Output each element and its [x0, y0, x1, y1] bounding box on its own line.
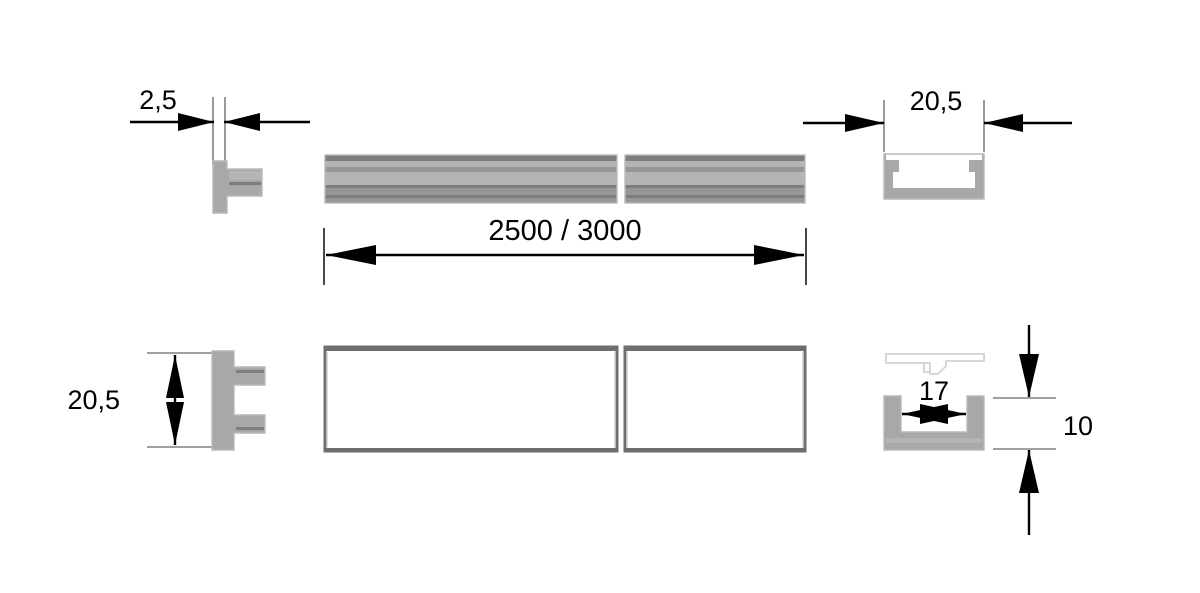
- profile-front-right-band-5: [625, 185, 805, 188]
- profile-front-right-band-4: [625, 172, 805, 185]
- profile-front-segment-left: [324, 154, 618, 204]
- dim-label-endcap-height: 20,5: [67, 385, 120, 415]
- profile-front-right-band-3: [625, 167, 805, 172]
- endcap-tongue-highlight: [229, 171, 262, 180]
- profile-front-left-band-8: [325, 198, 617, 203]
- profile-top-right-face: [625, 347, 805, 451]
- arrow-height-top: [166, 355, 184, 398]
- dim-label-endcap-thickness: 2,5: [139, 85, 177, 115]
- profile-front-right-band-top: [625, 155, 805, 161]
- profile-front-left-band-4: [325, 172, 617, 185]
- profile-front-right-band-7: [625, 195, 805, 198]
- profile-centre-notch: [929, 188, 941, 196]
- profile-channel-geometry: [883, 395, 985, 451]
- profile-top-segment-left: [323, 345, 619, 453]
- profile-front-left-band-7: [325, 195, 617, 198]
- profile-channel-base-highlight: [886, 438, 982, 443]
- arrow-inner-width-right: [920, 404, 966, 424]
- arrow-20_5-right: [984, 114, 1023, 132]
- endcap-side-body: [212, 351, 265, 450]
- dim-label-inner-width: 17: [919, 376, 949, 406]
- view-profile-front: 2500 / 3000: [323, 154, 807, 285]
- profile-channel-notch: [929, 432, 941, 441]
- profile-cover-shape-alt: [885, 353, 985, 375]
- view-endcap-top: 2,5: [130, 85, 310, 214]
- arrow-length-left: [326, 245, 376, 265]
- profile-lip-right: [969, 160, 975, 172]
- profile-top-segment-right: [623, 345, 807, 453]
- profile-front-left-band-6: [325, 188, 617, 195]
- endcap-side-outline: [211, 350, 266, 451]
- profile-front-segment-right: [624, 154, 806, 204]
- arrow-length-right: [754, 245, 804, 265]
- endcap-side-shadow-lower: [236, 427, 264, 430]
- profile-section-covered-geometry: [883, 153, 985, 200]
- arrow-2_5-left: [178, 113, 214, 131]
- arrow-2_5-right: [224, 113, 260, 131]
- profile-front-left-band-5: [325, 185, 617, 188]
- profile-front-right-band-2: [625, 161, 805, 167]
- arrow-ten-top: [1019, 354, 1039, 397]
- endcap-top-geometry: [212, 160, 263, 214]
- profile-front-left-band-2: [325, 161, 617, 167]
- view-profile-top: [323, 345, 807, 453]
- profile-front-left-outline: [324, 154, 618, 204]
- profile-cover-plate: [886, 154, 982, 160]
- profile-front-right-outline: [624, 154, 806, 204]
- profile-top-left-face: [325, 347, 617, 451]
- endcap-tongue-shadow: [229, 182, 262, 185]
- profile-front-left-band-3: [325, 167, 617, 172]
- endcap-plate: [213, 161, 227, 213]
- profile-lip-left: [893, 160, 899, 172]
- view-profile-section-covered: 20,5: [803, 86, 1072, 200]
- endcap-side-geometry: [211, 350, 266, 451]
- profile-section-cavity: [893, 160, 975, 188]
- endcap-top-outline: [212, 160, 263, 214]
- arrow-height-bottom: [166, 402, 184, 445]
- dim-label-profile-width: 20,5: [910, 86, 963, 116]
- view-endcap-side: 20,5: [67, 350, 266, 451]
- view-profile-section-open: 17 10: [883, 325, 1093, 535]
- arrow-ten-bottom: [1019, 450, 1039, 493]
- profile-section-outline: [883, 153, 985, 200]
- profile-front-left-band-top: [325, 155, 617, 161]
- profile-cover-detached: [885, 353, 985, 375]
- dim-label-profile-height: 10: [1063, 411, 1093, 441]
- endcap-side-shadow-upper: [236, 370, 264, 373]
- profile-channel-outline: [883, 395, 985, 451]
- profile-front-right-band-8: [625, 198, 805, 203]
- dim-label-profile-length: 2500 / 3000: [488, 215, 641, 247]
- arrow-20_5-left: [845, 114, 884, 132]
- profile-front-right-band-6: [625, 188, 805, 195]
